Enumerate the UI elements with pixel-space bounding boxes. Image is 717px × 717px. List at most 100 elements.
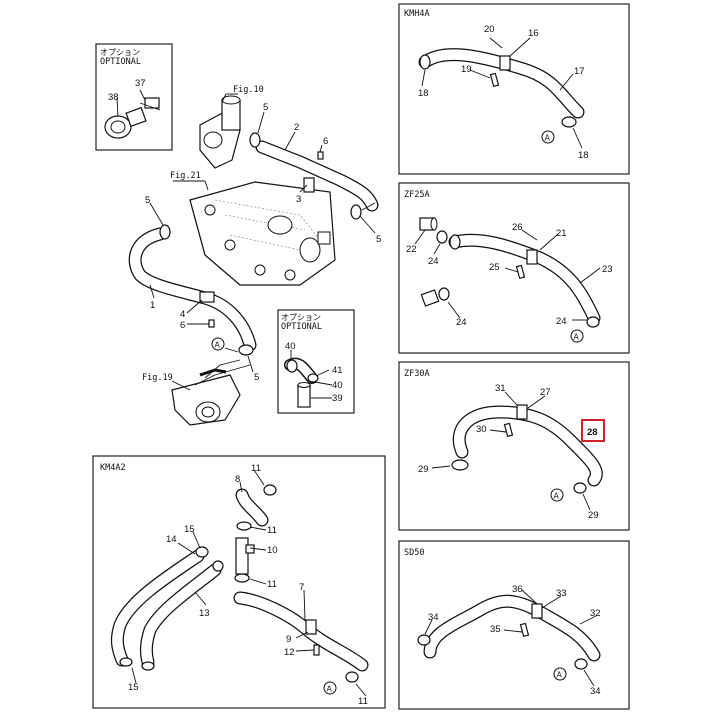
callout-8: 8 [235,474,240,485]
callout-18: 18 [418,88,429,99]
marker-a-zf30a [550,488,564,502]
optional-jp-label-2: オプション [281,313,321,322]
panel-zf25a [398,182,630,354]
fig-21-label: Fig.21 [170,171,201,181]
callout-22: 22 [406,244,417,255]
marker-a-sd50 [553,667,567,681]
callout-39: 39 [332,393,343,404]
optional-en-label: OPTIONAL [100,57,141,67]
callout-10: 10 [267,545,278,556]
callout-19: 19 [461,64,472,75]
leader-lines-main [116,89,376,399]
callout-2: 2 [294,122,299,133]
zf30a-title: ZF30A [404,369,430,379]
engine-block [189,181,336,286]
callout-5: 5 [376,234,381,245]
callout-32: 32 [590,608,601,619]
marker-a-km4a2-text: A [327,685,333,694]
callout-36: 36 [512,584,523,595]
kmh4a-hose [418,37,585,149]
callout-24: 24 [456,317,467,328]
callout-35: 35 [490,624,501,635]
clamp-5-d [238,344,254,356]
callout-27: 27 [540,387,551,398]
thermostat-housing [199,95,241,169]
callout-38: 38 [108,92,119,103]
zf30a-hose [431,391,603,511]
optional-jp-label: オプション [100,48,140,57]
optional-box-top [95,43,173,151]
callout-7: 7 [299,582,304,593]
callout-29: 29 [588,510,599,521]
callout-12: 12 [284,647,295,658]
kmh4a-title: KMH4A [404,9,430,19]
optional-en-label-2: OPTIONAL [281,322,322,332]
callout-16: 16 [528,28,539,39]
panel-kmh4a [398,3,630,175]
marker-a-kmh4a [541,130,555,144]
callout-41: 41 [332,365,343,376]
callout-17: 17 [574,66,585,77]
panel-km4a2 [92,455,386,709]
callout-15: 15 [184,524,195,535]
marker-a-sd50-text: A [557,671,563,680]
hose-2 [255,140,379,212]
bracket-3 [303,177,315,193]
callout-6: 6 [180,320,185,331]
callout-5: 5 [254,372,259,383]
clamp-5-a [249,132,261,148]
km4a2-title: KM4A2 [100,463,126,473]
fig-19-label: Fig.19 [142,373,173,383]
callout-28: 28 [587,427,598,438]
optional-box-mid [277,309,355,414]
callout-4: 4 [180,309,185,320]
callout-30: 30 [476,424,487,435]
optional-drain-cock: オプション OPTIONAL [100,48,161,139]
callout-20: 20 [484,24,495,35]
marker-a-zf25a [570,329,584,343]
callout-18: 18 [578,150,589,161]
km4a2-hoses [110,469,369,697]
callout-34: 34 [590,686,601,697]
callout-28-highlight[interactable] [581,419,605,442]
bolt-6-b [208,319,215,328]
zf25a-title: ZF25A [404,190,430,200]
clamp-5-b [159,224,171,240]
callout-11: 11 [267,579,277,590]
callout-5: 5 [263,102,268,113]
panel-zf30a [398,361,630,531]
water-pump [171,359,251,426]
optional-elbow: オプション OPTIONAL [281,313,322,408]
callout-34: 34 [428,612,439,623]
sd50-title: SD50 [404,548,424,558]
panel-sd50 [398,540,630,710]
callout-14: 14 [166,534,177,545]
callout-24: 24 [556,316,567,327]
marker-a-zf25a-text: A [574,333,580,342]
callout-29: 29 [418,464,429,475]
callout-21: 21 [556,228,567,239]
bolt-6-a [317,151,324,160]
callout-33: 33 [556,588,567,599]
callout-6: 6 [323,136,328,147]
callout-13: 13 [199,608,210,619]
callout-11: 11 [358,696,368,707]
sd50-hose [417,589,601,687]
marker-a-main [211,337,225,351]
callout-40: 40 [285,341,296,352]
callout-37: 37 [135,78,146,89]
clamp-5-c [350,204,362,220]
callout-11: 11 [251,463,261,474]
callout-11: 11 [267,525,277,536]
fig-10-label: Fig.10 [233,85,264,95]
callout-9: 9 [286,634,291,645]
callout-24: 24 [428,256,439,267]
callout-5: 5 [145,195,150,206]
marker-a-km4a2 [323,681,337,695]
zf25a-hose [414,217,601,328]
callout-40: 40 [332,380,343,391]
callout-25: 25 [489,262,500,273]
marker-a-kmh4a-text: A [545,134,551,143]
callout-23: 23 [602,264,613,275]
